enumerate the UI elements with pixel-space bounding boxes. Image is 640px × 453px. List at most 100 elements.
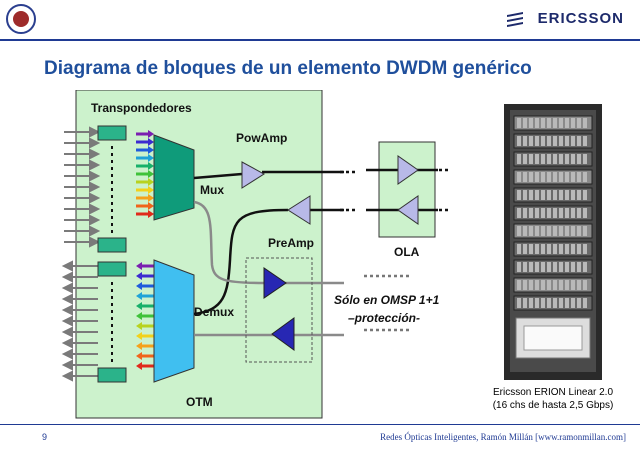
cabinet-card	[541, 244, 545, 254]
cabinet-card	[559, 262, 563, 272]
cabinet-card	[523, 136, 527, 146]
cabinet-card	[535, 190, 539, 200]
cabinet-card	[553, 280, 557, 290]
cabinet-card	[565, 154, 569, 164]
cabinet-card	[565, 262, 569, 272]
cabinet-card	[529, 280, 533, 290]
demux-label: Demux	[194, 305, 234, 319]
cabinet-card	[565, 172, 569, 182]
wavelength-arrowhead-in	[148, 162, 154, 170]
footer-credit: Redes Ópticas Inteligentes, Ramón Millán…	[380, 432, 626, 442]
wavelength-arrowhead-out	[136, 312, 142, 320]
cabinet-card	[529, 226, 533, 236]
cabinet-card	[577, 244, 581, 254]
cabinet-card	[577, 190, 581, 200]
protection-amp-in	[271, 317, 295, 351]
client-arrowhead-out	[61, 315, 73, 327]
cabinet-card	[535, 208, 539, 218]
cabinet-card	[541, 262, 545, 272]
cabinet-card	[565, 280, 569, 290]
cabinet-card	[529, 190, 533, 200]
cabinet-card	[535, 136, 539, 146]
cabinet-card	[577, 280, 581, 290]
cabinet-card	[529, 208, 533, 218]
cabinet-card	[559, 298, 563, 308]
cabinet-card	[583, 172, 587, 182]
cabinet-card	[559, 190, 563, 200]
transponder-box	[97, 125, 127, 141]
cabinet-card	[541, 154, 545, 164]
cabinet-card	[577, 118, 581, 128]
cabinet-card	[571, 118, 575, 128]
cabinet-card	[553, 208, 557, 218]
cabinet-card	[577, 262, 581, 272]
transponder-box	[97, 237, 127, 253]
cabinet-card	[577, 154, 581, 164]
cabinet-card	[559, 208, 563, 218]
cabinet-card	[547, 226, 551, 236]
cabinet-card	[565, 136, 569, 146]
cabinet-card	[583, 136, 587, 146]
wavelength-arrowhead-out	[136, 302, 142, 310]
cabinet-card	[535, 262, 539, 272]
footer-rule	[0, 424, 640, 425]
cabinet-card	[571, 172, 575, 182]
cabinet-card	[517, 172, 521, 182]
client-arrowhead-out	[61, 271, 73, 283]
cabinet-card	[535, 172, 539, 182]
cabinet-card	[535, 154, 539, 164]
cabinet-card	[571, 298, 575, 308]
cabinet-card	[559, 226, 563, 236]
wavelength-arrowhead-in	[148, 194, 154, 202]
cabinet-card	[571, 226, 575, 236]
cabinet-card	[547, 118, 551, 128]
cabinet-card	[559, 172, 563, 182]
cabinet-card	[553, 226, 557, 236]
ola-panel	[378, 141, 436, 238]
client-arrowhead-in	[89, 181, 101, 193]
cabinet-card	[517, 298, 521, 308]
wavelength-arrowhead-out	[136, 342, 142, 350]
transponder-box	[97, 367, 127, 383]
cabinet-card	[553, 154, 557, 164]
cabinet-card	[553, 136, 557, 146]
cabinet-card	[547, 136, 551, 146]
cabinet-card	[535, 226, 539, 236]
omsp-note-line1: Sólo en OMSP 1+1	[334, 293, 440, 307]
cabinet-card	[523, 226, 527, 236]
cabinet-card	[535, 298, 539, 308]
cabinet-card	[559, 244, 563, 254]
cabinet-card	[583, 280, 587, 290]
wavelength-arrowhead-in	[148, 154, 154, 162]
cabinet-card	[523, 298, 527, 308]
wavelength-arrowhead-out	[136, 272, 142, 280]
cabinet-card	[523, 244, 527, 254]
client-arrowhead-in	[89, 203, 101, 215]
cabinet-card	[571, 154, 575, 164]
client-arrowhead-out	[61, 348, 73, 360]
cabinet-card	[541, 280, 545, 290]
mux-block	[153, 134, 195, 221]
otm-label: OTM	[186, 395, 213, 409]
cabinet-card	[547, 262, 551, 272]
cabinet-card	[583, 226, 587, 236]
cabinet-card	[577, 226, 581, 236]
transponders-label: Transpondedores	[91, 101, 192, 115]
cabinet-card	[571, 208, 575, 218]
wavelength-arrowhead-in	[148, 178, 154, 186]
cabinet-card	[517, 280, 521, 290]
client-arrowhead-in	[89, 170, 101, 182]
wavelength-arrowhead-out	[136, 322, 142, 330]
mux-label: Mux	[200, 183, 224, 197]
cabinet-card	[577, 136, 581, 146]
slide-title: Diagrama de bloques de un elemento DWDM …	[44, 58, 532, 79]
cabinet-card	[523, 208, 527, 218]
cabinet-card	[571, 136, 575, 146]
cabinet-card	[541, 190, 545, 200]
cabinet-card	[517, 244, 521, 254]
cabinet-card	[523, 190, 527, 200]
cabinet-card	[541, 298, 545, 308]
cabinet-card	[571, 190, 575, 200]
erion-cabinet-image	[504, 104, 602, 380]
cabinet-card	[553, 172, 557, 182]
